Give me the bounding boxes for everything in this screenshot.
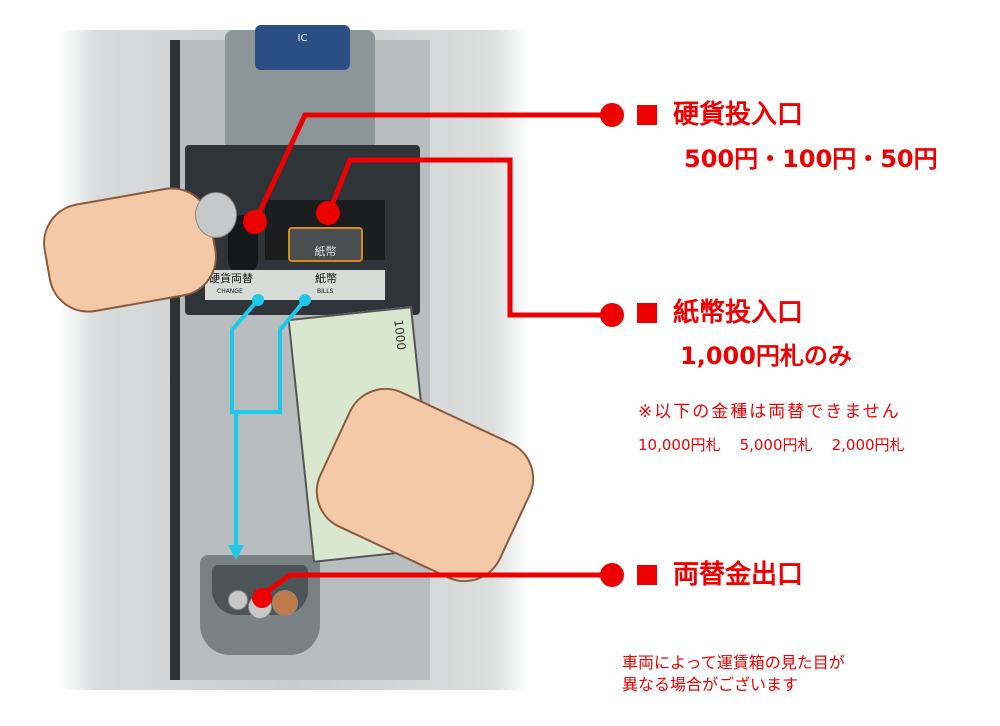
coin-slot-title: 硬貨投入口 <box>673 100 804 130</box>
footer-note: 車両によって運賃箱の見た目が 異なる場合がございます <box>622 652 845 696</box>
bill-slot-icon: 紙幣 <box>288 227 363 262</box>
bill-slot-callout: 紙幣投入口 <box>637 298 803 328</box>
change-outlet-title: 両替金出口 <box>673 560 804 590</box>
tray-callout-line <box>260 572 612 598</box>
bill-slot-icon-label: 紙幣 <box>314 245 337 258</box>
coin-500 <box>195 192 237 238</box>
coin-slot-callout: 硬貨投入口 <box>637 100 803 130</box>
coin-callout-line <box>252 112 612 224</box>
bills-en: BILLS <box>317 288 334 295</box>
panel-label: 硬貨両替 CHANGE 紙幣 BILLS <box>205 270 385 300</box>
note-item: 2,000円札 <box>831 436 905 454</box>
square-bullet-icon <box>637 105 657 125</box>
square-bullet-icon <box>637 303 657 323</box>
note-item: 5,000円札 <box>739 436 813 454</box>
bill-callout-line <box>325 157 612 318</box>
coin-change-en: CHANGE <box>217 288 243 295</box>
coin <box>228 590 248 610</box>
coin <box>272 590 298 616</box>
bill-slot-title: 紙幣投入口 <box>673 298 804 328</box>
coin-change-label: 硬貨両替 <box>209 272 253 285</box>
note-items: 10,000円札 5,000円札 2,000円札 <box>638 436 905 454</box>
change-outlet-callout: 両替金出口 <box>637 560 803 590</box>
note-heading: ※以下の金種は両替できません <box>638 402 901 422</box>
bill-slot-detail: 1,000円札のみ <box>680 342 852 370</box>
bills-label: 紙幣 <box>315 272 337 285</box>
ic-reader-screen: IC <box>255 25 350 70</box>
footer-line: 車両によって運賃箱の見た目が <box>622 653 845 672</box>
flow-line <box>230 298 307 414</box>
coin-slot-detail: 500円・100円・50円 <box>684 145 938 173</box>
footer-line: 異なる場合がございます <box>622 675 799 694</box>
square-bullet-icon <box>637 565 657 585</box>
ic-label: IC <box>297 33 308 44</box>
note-item: 10,000円札 <box>638 436 721 454</box>
